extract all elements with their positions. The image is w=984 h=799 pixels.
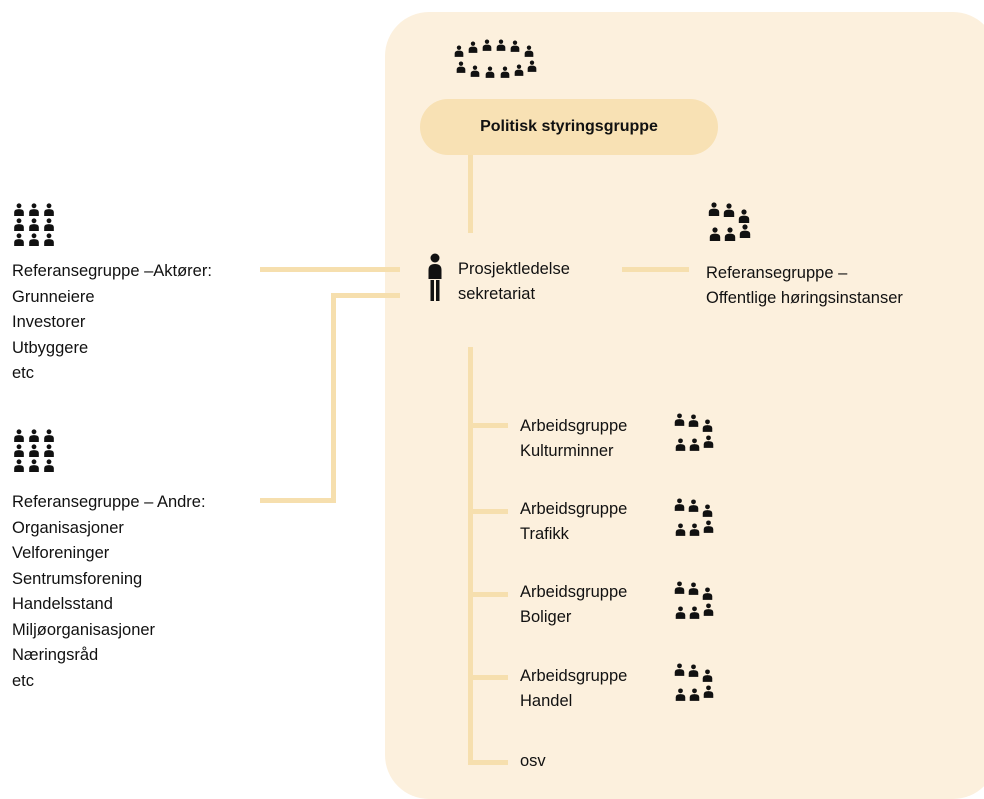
- group-icon: [12, 202, 58, 248]
- reference-others-title: Referansegruppe – Andre:: [12, 493, 206, 511]
- reference-actors-title: Referansegruppe –Aktører:: [12, 262, 212, 280]
- group-icon: [673, 580, 717, 622]
- steering-group-box: Politisk styringsgruppe: [420, 99, 718, 155]
- reference-others-item: Organisasjoner: [12, 519, 124, 537]
- reference-public-line-1: Referansegruppe –: [706, 264, 848, 282]
- working-group-label: Arbeidsgruppe: [520, 500, 628, 518]
- group-icon: [673, 412, 717, 454]
- more-groups-label: osv: [520, 752, 546, 770]
- crowd-icon: [452, 36, 542, 80]
- working-group-name: Trafikk: [520, 525, 569, 543]
- connector-others-horizontal-top: [331, 293, 400, 298]
- connector-branch-3: [468, 592, 508, 597]
- connector-others-vertical: [331, 293, 336, 503]
- reference-others-item: Sentrumsforening: [12, 570, 143, 588]
- working-group-name: Handel: [520, 692, 573, 710]
- reference-others-item: Velforeninger: [12, 544, 110, 562]
- reference-others-item: Miljøorganisasjoner: [12, 621, 156, 639]
- project-management-line-2: sekretariat: [458, 285, 536, 303]
- person-icon: [427, 253, 443, 303]
- connector-others-horizontal-bottom: [260, 498, 336, 503]
- connector-branch-2: [468, 509, 508, 514]
- group-icon: [706, 200, 756, 244]
- working-group-label: Arbeidsgruppe: [520, 583, 628, 601]
- reference-others-item: Handelsstand: [12, 595, 113, 613]
- group-icon: [673, 662, 717, 704]
- group-icon: [12, 428, 58, 474]
- working-group-label: Arbeidsgruppe: [520, 417, 628, 435]
- reference-public-line-2: Offentlige høringsinstanser: [706, 289, 903, 307]
- connector-branch-1: [468, 423, 508, 428]
- working-group-name: Boliger: [520, 608, 572, 626]
- reference-others-item: Næringsråd: [12, 646, 99, 664]
- connector-working-groups-spine: [468, 347, 473, 765]
- connector-steering-to-management: [468, 155, 473, 233]
- reference-actors-item: Utbyggere: [12, 339, 89, 357]
- group-icon: [673, 497, 717, 539]
- reference-actors-item: Investorer: [12, 313, 86, 331]
- steering-group-label: Politisk styringsgruppe: [480, 118, 658, 135]
- connector-branch-osv: [468, 760, 508, 765]
- working-group-label: Arbeidsgruppe: [520, 667, 628, 685]
- working-group-name: Kulturminner: [520, 442, 614, 460]
- reference-others-item: etc: [12, 672, 35, 690]
- reference-actors-item: Grunneiere: [12, 288, 95, 306]
- reference-actors-item: etc: [12, 364, 35, 382]
- project-management-line-1: Prosjektledelse: [458, 260, 570, 278]
- connector-public: [622, 267, 689, 272]
- connector-branch-4: [468, 675, 508, 680]
- connector-actors: [260, 267, 400, 272]
